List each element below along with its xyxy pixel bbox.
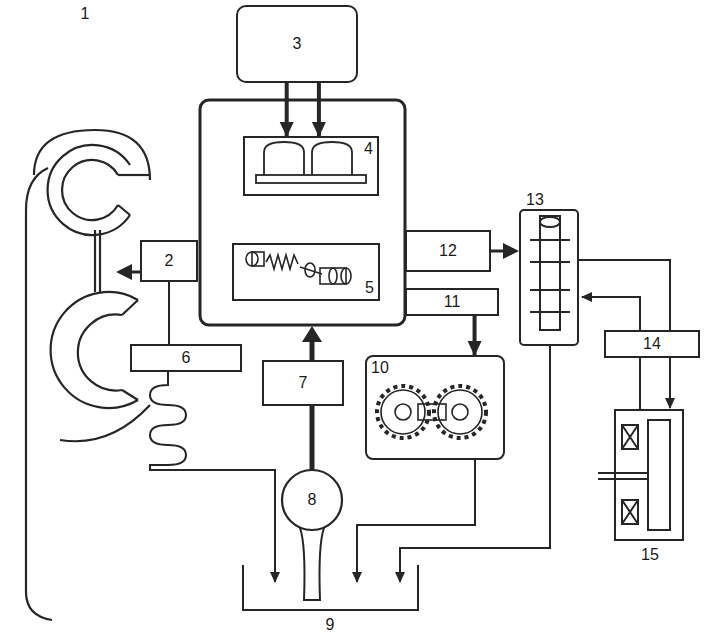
callout-number: 5 bbox=[361, 277, 378, 299]
pump-box: 10 bbox=[365, 355, 505, 460]
callout-number: 3 bbox=[289, 33, 306, 55]
callout-number: 4 bbox=[360, 138, 377, 160]
flow-arrow bbox=[168, 282, 170, 344]
callout-number: 8 bbox=[308, 491, 317, 509]
process-box: 2 bbox=[140, 240, 198, 282]
spool-valve bbox=[246, 252, 351, 284]
tank bbox=[243, 565, 418, 610]
process-box: 12 bbox=[405, 230, 491, 272]
callout-number: 14 bbox=[639, 333, 665, 355]
gear-pump bbox=[377, 386, 486, 438]
clutch-cylinder bbox=[598, 410, 683, 540]
callout-number: 15 bbox=[641, 546, 659, 564]
callout-number: 10 bbox=[367, 357, 393, 379]
control-block bbox=[200, 100, 405, 325]
callout-number: 12 bbox=[435, 240, 461, 262]
callout-number: 9 bbox=[326, 616, 335, 634]
process-box: 6 bbox=[130, 344, 242, 372]
process-box: 14 bbox=[604, 330, 700, 358]
control-valve bbox=[520, 210, 578, 345]
flow-arrow bbox=[317, 83, 321, 136]
valve-pistons bbox=[256, 142, 366, 183]
callout-number: 6 bbox=[178, 347, 195, 369]
callout-number: 2 bbox=[161, 250, 178, 272]
torque-converter bbox=[26, 130, 150, 620]
callout-number: 13 bbox=[526, 191, 544, 209]
cooler-coil bbox=[150, 368, 275, 582]
process-box: 7 bbox=[262, 360, 344, 406]
flow-arrow bbox=[285, 83, 289, 136]
piston-box: 4 bbox=[243, 136, 379, 196]
callout-number: 1 bbox=[81, 5, 90, 23]
valve-body-box: 3 bbox=[236, 5, 358, 83]
spool-box: 5 bbox=[232, 243, 380, 301]
callout-number: 7 bbox=[295, 372, 312, 394]
callout-number: 11 bbox=[440, 291, 465, 313]
pump bbox=[282, 470, 342, 530]
process-box: 11 bbox=[405, 288, 499, 316]
flow-arrow bbox=[473, 316, 477, 355]
